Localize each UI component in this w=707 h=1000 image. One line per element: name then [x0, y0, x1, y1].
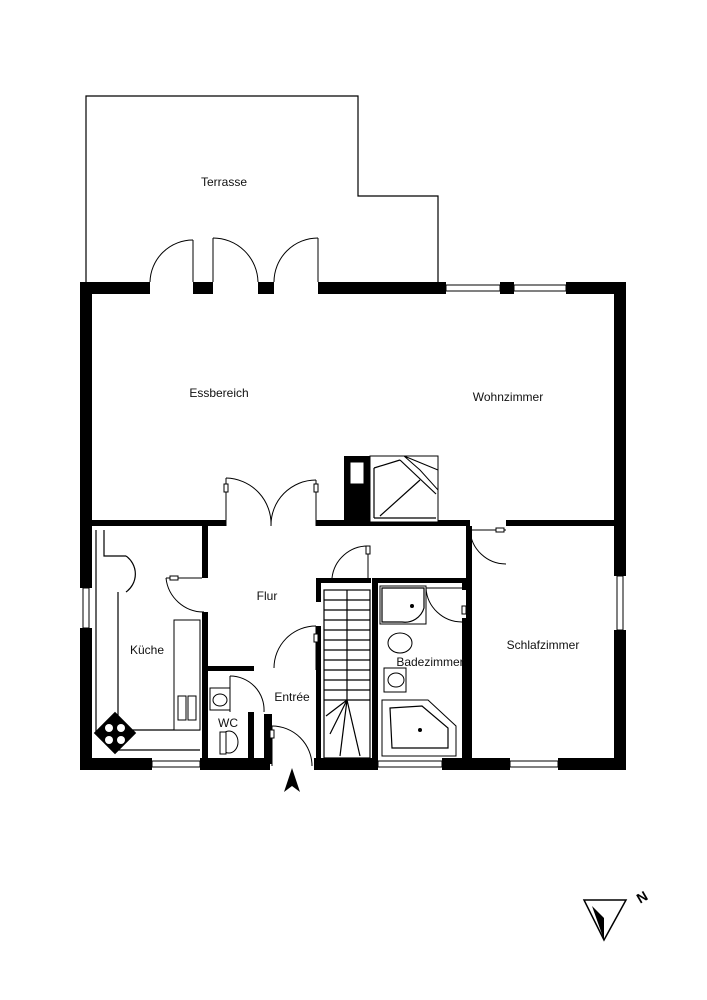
- main-entrance-door: [269, 725, 313, 767]
- room-label-kueche: Küche: [130, 643, 164, 657]
- entree-door: [273, 625, 319, 670]
- room-label-entree: Entrée: [274, 690, 310, 704]
- room-label-schlafzimmer: Schlafzimmer: [507, 638, 580, 652]
- room-label-terrasse: Terrasse: [201, 175, 247, 189]
- room-label-essbereich: Essbereich: [189, 386, 248, 400]
- room-labels: Terrasse Essbereich Wohnzimmer Küche Flu…: [130, 175, 579, 730]
- stove-icon: [93, 711, 137, 755]
- room-label-wc: WC: [218, 716, 238, 730]
- wc-fixtures: [209, 687, 239, 755]
- room-label-flur: Flur: [257, 589, 278, 603]
- living-double-door: [223, 477, 319, 527]
- windows: [82, 284, 624, 768]
- bedroom-door: [469, 527, 507, 565]
- wc-door: [229, 675, 265, 713]
- room-label-badezimmer: Badezimmer: [396, 655, 463, 669]
- outer-walls: [80, 282, 626, 770]
- terrace-doors: [149, 237, 319, 283]
- terrace: [85, 95, 439, 282]
- fireplace: [369, 455, 439, 523]
- compass-north-label: N: [634, 888, 651, 907]
- stair-door: [331, 545, 371, 579]
- kitchen-door: [165, 575, 205, 613]
- bathroom-fixtures: [379, 585, 467, 757]
- staircase: [323, 589, 371, 759]
- interior-walls: [80, 456, 626, 766]
- room-label-wohnzimmer: Wohnzimmer: [473, 390, 543, 404]
- entrance-arrow-icon: [284, 768, 300, 792]
- compass-icon: N: [582, 888, 651, 942]
